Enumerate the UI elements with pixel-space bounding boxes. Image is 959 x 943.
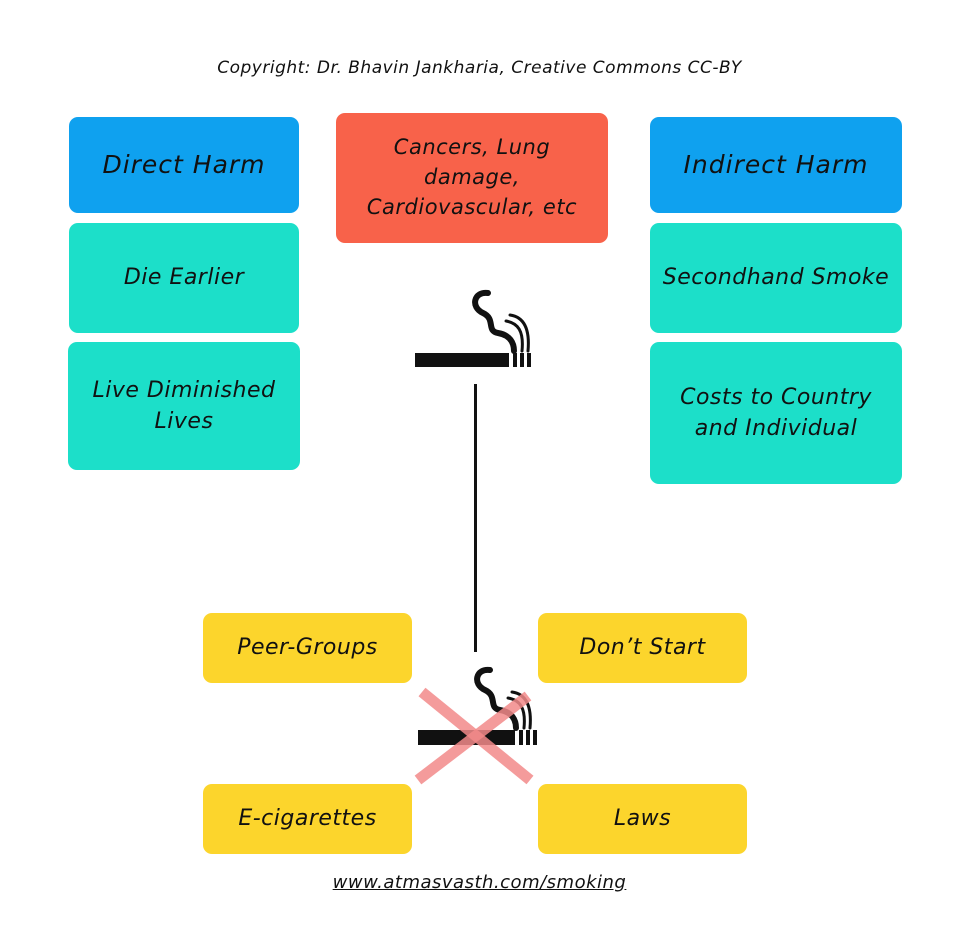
peer-groups-box: Peer-Groups bbox=[203, 613, 412, 683]
live-diminished-lives-box: Live Diminished Lives bbox=[68, 342, 300, 470]
connector-line bbox=[474, 384, 477, 652]
direct-harm-header: Direct Harm bbox=[69, 117, 299, 213]
source-url[interactable]: www.atmasvasth.com/smoking bbox=[332, 872, 627, 893]
smoking-icon bbox=[415, 289, 531, 367]
costs-box: Costs to Country and Individual bbox=[650, 342, 902, 484]
indirect-harm-header: Indirect Harm bbox=[650, 117, 902, 213]
copyright-text: Copyright: Dr. Bhavin Jankharia, Creativ… bbox=[217, 58, 742, 78]
die-earlier-box: Die Earlier bbox=[69, 223, 299, 333]
dont-start-box: Don’t Start bbox=[538, 613, 747, 683]
laws-box: Laws bbox=[538, 784, 747, 854]
e-cigarettes-box: E-cigarettes bbox=[203, 784, 412, 854]
no-smoking-icon bbox=[414, 666, 537, 785]
secondhand-smoke-box: Secondhand Smoke bbox=[650, 223, 902, 333]
health-effects-box: Cancers, Lung damage, Cardiovascular, et… bbox=[336, 113, 608, 243]
